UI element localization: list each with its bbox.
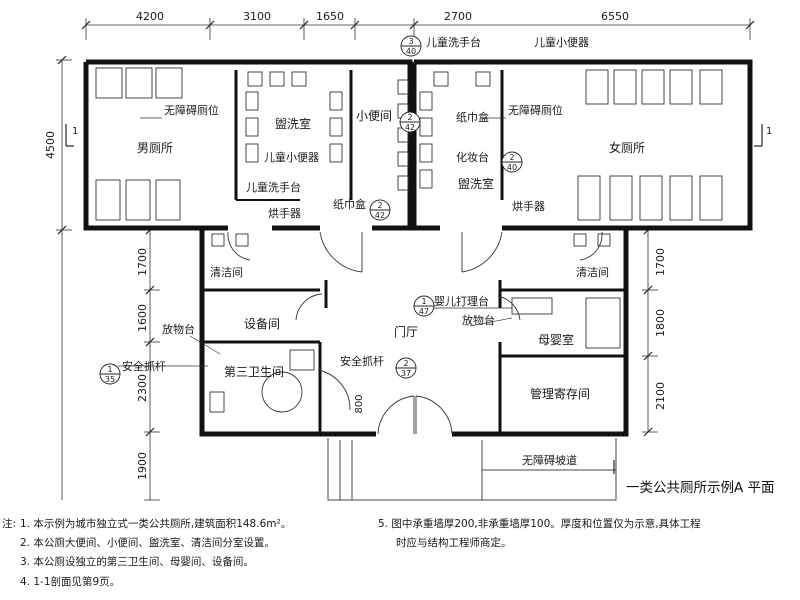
- label-dryer-a: 烘手器: [268, 206, 301, 220]
- note-3: 3. 本公厕设独立的第三卫生间、母婴间、设备间。: [20, 556, 254, 568]
- room-washroom-b: 盥洗室: [458, 176, 494, 191]
- svg-text:42: 42: [375, 211, 385, 220]
- notes-block: 注: 1. 本示例为城市独立式一类公共厕所,建筑面积148.6m²。 2. 本公…: [0, 512, 800, 600]
- ref-symbols: 3 40 2 42 2 40 2 42 1 47 1 35 2 37: [99, 35, 523, 385]
- dim-right-1: 1700: [654, 248, 667, 276]
- svg-text:1: 1: [107, 365, 112, 374]
- svg-text:40: 40: [406, 47, 416, 56]
- label-dryer-b: 烘手器: [512, 199, 545, 213]
- ref-symbol-1: 3 40: [400, 35, 422, 57]
- room-nursing: 母婴室: [538, 332, 574, 347]
- svg-text:42: 42: [405, 123, 415, 132]
- ref-symbol-3: 2 40: [501, 151, 523, 173]
- label-tissue-b: 纸巾盒: [456, 110, 489, 124]
- dim-right-2: 1800: [654, 309, 667, 337]
- room-equipment: 设备间: [244, 317, 280, 331]
- ref-symbol-5: 1 47: [413, 295, 435, 317]
- room-storage: 管理寄存间: [530, 386, 590, 401]
- notes-label: 注:: [2, 518, 17, 530]
- svg-text:40: 40: [507, 163, 517, 172]
- door-gaps: [228, 224, 506, 438]
- label-child-basin-b: 儿童洗手台: [426, 35, 481, 49]
- room-lobby: 门厅: [394, 324, 418, 339]
- dim-left-1: 4500: [44, 131, 57, 159]
- room-urinal: 小便间: [356, 109, 392, 123]
- room-cleaning-b: 清洁间: [576, 266, 609, 279]
- dim-right-3: 2100: [654, 382, 667, 410]
- label-shelf-b: 放物台: [462, 313, 495, 327]
- svg-text:2: 2: [377, 201, 382, 210]
- dimension-lines: [56, 18, 751, 501]
- door-swings: [227, 231, 603, 435]
- svg-text:35: 35: [105, 375, 115, 384]
- ref-symbol-6: 1 35: [99, 363, 121, 385]
- label-accessible-a: 无障碍厕位: [164, 103, 219, 117]
- label-shelf-a: 放物台: [162, 322, 195, 336]
- entrance-ramp: [327, 438, 617, 501]
- label-accessible-b: 无障碍厕位: [508, 103, 563, 117]
- note-5: 5. 图中承重墙厚200,非承重墙厚100。厚度和位置仅为示意,具体工程: [378, 518, 701, 530]
- fixtures: [95, 67, 723, 413]
- room-washroom-a: 盥洗室: [275, 116, 311, 131]
- dim-left-3: 1600: [136, 304, 149, 332]
- room-family-bathroom: 第三卫生间: [224, 365, 284, 379]
- dim-left-2: 1700: [136, 248, 149, 276]
- svg-text:2: 2: [407, 113, 412, 122]
- dim-top-4: 2700: [444, 10, 472, 23]
- drawing-title: 一类公共厕所示例A 平面: [626, 480, 775, 496]
- section-marks: [65, 124, 763, 474]
- svg-text:3: 3: [408, 37, 413, 46]
- svg-text:37: 37: [401, 369, 411, 378]
- label-vanity: 化妆台: [456, 150, 489, 164]
- leader-lines: [118, 117, 513, 367]
- section-mark-right: 1: [766, 126, 772, 137]
- dim-top-2: 3100: [243, 10, 271, 23]
- svg-text:2: 2: [509, 153, 514, 162]
- room-womens: 女厕所: [609, 140, 645, 155]
- ref-symbol-4: 2 42: [369, 199, 391, 221]
- dim-top-3: 1650: [316, 10, 344, 23]
- note-4: 4. 1-1剖面见第9页。: [20, 576, 121, 588]
- dim-left-4: 2300: [136, 374, 149, 402]
- label-ramp: 无障碍坡道: [522, 453, 577, 467]
- note-1: 1. 本示例为城市独立式一类公共厕所,建筑面积148.6m²。: [20, 518, 292, 530]
- label-handrail-b: 安全抓杆: [340, 354, 384, 368]
- dim-left-5: 1900: [136, 452, 149, 480]
- label-tissue-a: 纸巾盒: [333, 197, 366, 211]
- label-child-basin-a: 儿童洗手台: [246, 180, 301, 194]
- dim-top-1: 4200: [136, 10, 164, 23]
- svg-text:1: 1: [421, 297, 426, 306]
- room-cleaning-a: 清洁间: [210, 266, 243, 279]
- dim-door-800: 800: [354, 394, 365, 413]
- room-labels: 男厕所 女厕所 盥洗室 盥洗室 小便间 无障碍厕位 无障碍厕位 儿童小便器 儿童…: [122, 35, 645, 467]
- ref-symbol-2: 2 42: [399, 111, 421, 133]
- dim-top-5: 6550: [601, 10, 629, 23]
- room-mens: 男厕所: [137, 141, 173, 155]
- section-mark-left: 1: [72, 126, 78, 137]
- ref-symbol-7: 2 37: [395, 357, 417, 379]
- label-baby-table: 婴儿打理台: [434, 294, 489, 308]
- svg-text:47: 47: [419, 307, 429, 316]
- label-child-urinal-b: 儿童小便器: [534, 35, 589, 49]
- svg-text:2: 2: [403, 359, 408, 368]
- label-child-urinal-a: 儿童小便器: [264, 150, 319, 164]
- note-2: 2. 本公厕大便间、小便间、盥洗室、清洁间分室设置。: [20, 537, 275, 549]
- note-5-cont: 时应与结构工程师商定。: [396, 537, 512, 549]
